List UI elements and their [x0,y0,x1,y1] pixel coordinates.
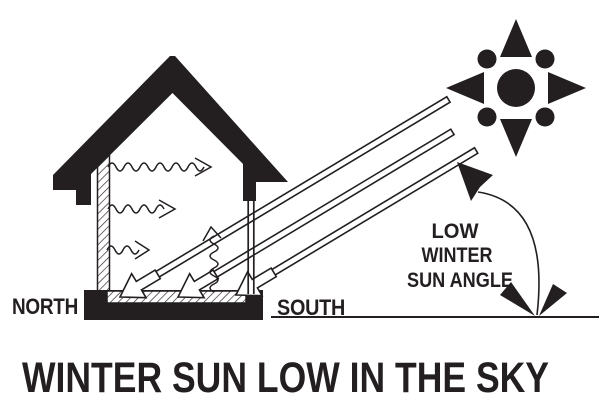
arrowhead-icon [202,225,222,242]
label-sun-angle-line3: SUN ANGLE [407,269,513,292]
house-roof [53,56,288,205]
diagram-title: WINTER SUN LOW IN THE SKY [22,354,549,402]
north-wall-insulation [96,146,111,293]
rising-heat-arrow [202,225,222,293]
south-window [247,201,255,294]
sunlight-absorbed-arrow-group [118,266,278,299]
label-north: NORTH [12,294,78,319]
label-sun-angle-line2: WINTER [422,244,493,267]
angle-vertex-wedge [539,284,567,316]
sunlight-absorbed-arrow [176,268,220,299]
label-sun-angle-line1: LOW [432,220,479,243]
sun-angle-annotation [457,162,567,316]
heat-wave-arrow [107,157,213,177]
heat-wave-arrow-group [106,157,213,260]
sunlight-absorbed-arrow [118,268,162,299]
heat-wave-arrow [106,240,151,260]
arrowhead-icon [158,199,177,219]
arrowhead-icon [194,157,213,177]
heat-wave-arrow [107,199,177,219]
angle-arrow-icon [457,162,493,201]
angle-arc [477,191,540,316]
sun-ray-beam [188,128,456,293]
sun-icon [446,19,586,157]
arrowhead-icon [134,240,151,260]
angle-vertex-wedge [500,282,535,316]
label-south: SOUTH [277,295,345,320]
label-sun-angle: LOW WINTER SUN ANGLE [407,220,513,292]
